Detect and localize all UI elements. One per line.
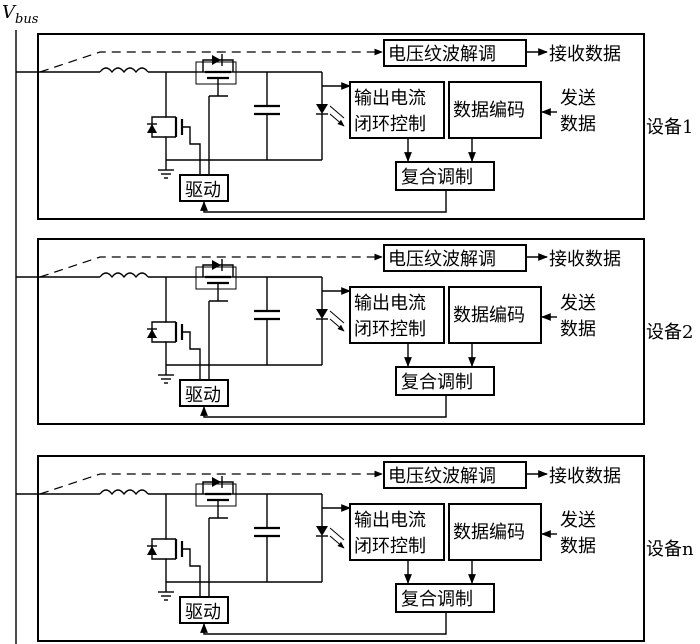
lower-diode-loop	[151, 116, 166, 138]
modulator-box	[395, 366, 495, 396]
device-name: 设备1	[646, 117, 693, 138]
driver-box	[179, 379, 229, 407]
lower-diode-icon	[147, 124, 157, 133]
led-icon	[316, 309, 328, 319]
lower-diode-loop	[151, 321, 166, 343]
device-frame	[37, 33, 645, 220]
device-frame	[37, 238, 645, 425]
dashed-ripple-sense-line	[39, 48, 383, 73]
encoder-label: 数据编码	[453, 522, 525, 543]
driver-box	[179, 596, 229, 624]
led-light-arrows	[329, 105, 344, 126]
demod-box	[383, 39, 527, 67]
control-label-line1: 输出电流	[354, 293, 426, 314]
device-name: 设备2	[646, 322, 693, 343]
control-label-line1: 输出电流	[354, 88, 426, 109]
inductor-symbol	[99, 67, 149, 74]
modulator-label: 复合调制	[401, 372, 473, 393]
encoder-label: 数据编码	[453, 305, 525, 326]
upper-diode-triangle	[212, 260, 221, 270]
modulator-box	[395, 583, 495, 613]
encoder-label: 数据编码	[453, 100, 525, 121]
encoder-box	[448, 286, 542, 344]
driver-box	[179, 174, 229, 202]
demod-box	[383, 461, 527, 489]
lower-diode-icon	[147, 546, 157, 555]
demod-box	[383, 244, 527, 272]
dashed-ripple-sense-line	[39, 470, 383, 495]
driver-label: 驱动	[185, 385, 221, 406]
send-label-line2: 数据	[560, 114, 596, 135]
device-group-n: 驱动 输出电流 闭环控制 数据编码 发送 数据 电压纹波解调 接收数据 复合调制…	[16, 455, 694, 642]
device-frame	[37, 455, 645, 642]
encoder-box	[448, 81, 542, 139]
control-box	[349, 503, 445, 561]
control-label-line2: 闭环控制	[354, 114, 426, 135]
send-label-line1: 发送	[560, 293, 596, 314]
inductor-symbol	[99, 489, 149, 496]
control-label-line1: 输出电流	[354, 510, 426, 531]
lower-gate-drive-line	[182, 331, 201, 380]
upper-diode-triangle	[212, 55, 221, 65]
control-box	[349, 286, 445, 344]
control-box	[349, 81, 445, 139]
modulator-to-driver-arrow	[200, 395, 447, 418]
receive-label: 接收数据	[549, 44, 621, 65]
device-group-1: 驱动 输出电流 闭环控制 数据编码 发送 数据 电压纹波解调 接收数据 复合调制…	[16, 33, 693, 220]
driver-label: 驱动	[185, 180, 221, 201]
upper-diode-triangle	[212, 477, 221, 487]
receive-label: 接收数据	[549, 249, 621, 270]
demod-label: 电压纹波解调	[388, 466, 496, 487]
control-label-line2: 闭环控制	[354, 536, 426, 557]
led-icon	[316, 526, 328, 536]
lower-gate-drive-line	[182, 126, 201, 175]
send-label-line1: 发送	[560, 510, 596, 531]
send-label-line2: 数据	[560, 536, 596, 557]
lower-diode-icon	[147, 329, 157, 338]
dashed-ripple-sense-line	[39, 253, 383, 278]
encoder-box	[448, 503, 542, 561]
modulator-to-driver-arrow	[200, 612, 447, 635]
device-name: 设备n	[646, 539, 694, 560]
led-light-arrows	[329, 310, 344, 331]
lower-mosfet-leads	[165, 534, 176, 582]
bus-label: V	[2, 2, 17, 23]
driver-label: 驱动	[185, 602, 221, 623]
demod-label: 电压纹波解调	[388, 44, 496, 65]
demod-label: 电压纹波解调	[388, 249, 496, 270]
send-label-line2: 数据	[560, 319, 596, 340]
control-label-line2: 闭环控制	[354, 319, 426, 340]
lower-mosfet-leads	[165, 317, 176, 365]
receive-label: 接收数据	[549, 466, 621, 487]
device-group-2: 驱动 输出电流 闭环控制 数据编码 发送 数据 电压纹波解调 接收数据 复合调制…	[16, 238, 693, 425]
led-light-arrows	[329, 527, 344, 548]
lower-diode-loop	[151, 538, 166, 560]
bus-label-subscript: bus	[15, 12, 39, 27]
modulator-box	[395, 161, 495, 191]
modulator-label: 复合调制	[401, 167, 473, 188]
modulator-to-driver-arrow	[200, 190, 447, 213]
modulator-label: 复合调制	[401, 589, 473, 610]
lower-gate-drive-line	[182, 548, 201, 597]
led-icon	[316, 104, 328, 114]
send-label-line1: 发送	[560, 88, 596, 109]
lower-mosfet-leads	[165, 112, 176, 160]
inductor-symbol	[99, 272, 149, 279]
